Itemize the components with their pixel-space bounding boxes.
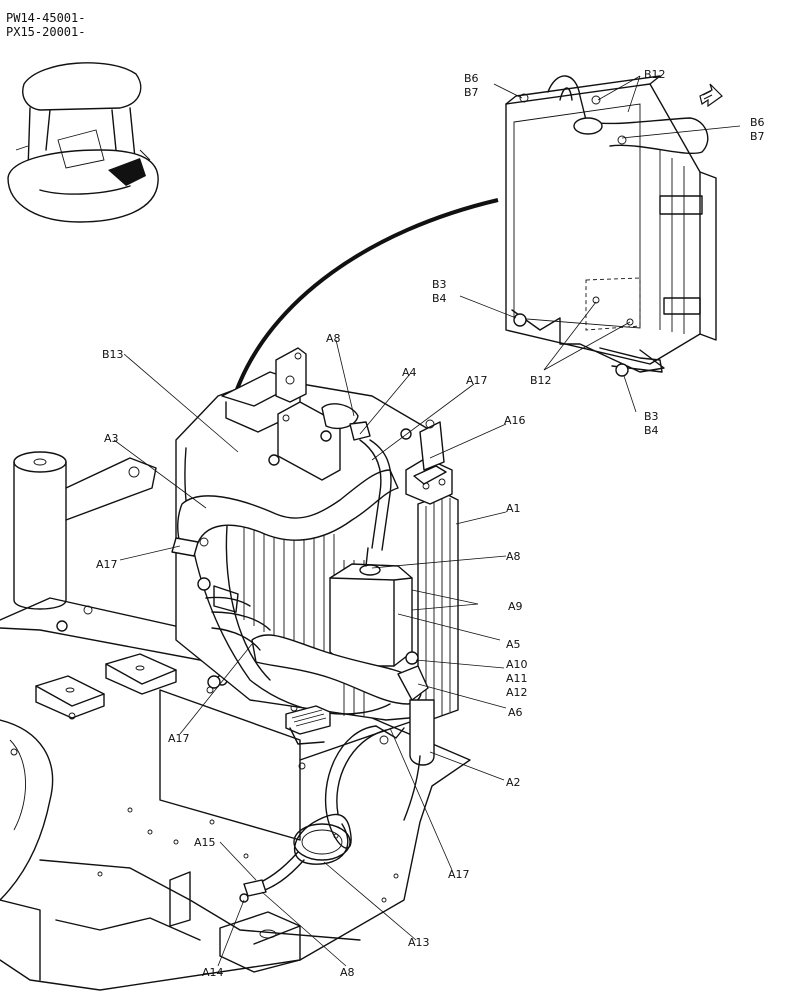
- callout-a16: A16: [504, 414, 526, 427]
- callout-a15: A15: [194, 836, 216, 849]
- callout-a12: A12: [506, 686, 528, 699]
- callout-a1: A1: [506, 502, 521, 515]
- callout-b7-right: B7: [750, 130, 765, 143]
- callout-a6: A6: [508, 706, 523, 719]
- serial-number-2: PX15-20001-: [6, 25, 85, 39]
- callout-b12-bottom: B12: [530, 374, 552, 387]
- callout-a17-bottom-right: A17: [448, 868, 470, 881]
- callout-a17-left: A17: [96, 558, 118, 571]
- callout-b13: B13: [102, 348, 124, 361]
- serial-number-1: PW14-45001-: [6, 11, 85, 25]
- callout-a8-top: A8: [326, 332, 341, 345]
- column: [13, 451, 157, 610]
- callout-a10: A10: [506, 658, 528, 671]
- reserve-tank: [329, 547, 419, 667]
- callout-b12-top: B12: [644, 68, 666, 81]
- callout-a8-mid: A8: [506, 550, 521, 563]
- callout-a17-bottom-left: A17: [168, 732, 190, 745]
- callout-b7-left: B7: [464, 86, 479, 99]
- callout-b6-left: B6: [464, 72, 479, 85]
- radiator-detail: [505, 75, 717, 377]
- callout-b4-left: B4: [432, 292, 447, 305]
- callout-a13: A13: [408, 936, 430, 949]
- callout-a3: A3: [104, 432, 119, 445]
- callout-b6-right: B6: [750, 116, 765, 129]
- machine-thumbnail-icon: [7, 62, 159, 223]
- leader-lines: [113, 75, 741, 967]
- callout-a8-bottom: A8: [340, 966, 355, 979]
- callout-a9: A9: [508, 600, 523, 613]
- callout-a4: A4: [402, 366, 417, 379]
- callout-b4-bottom: B4: [644, 424, 659, 437]
- callout-b3-bottom: B3: [644, 410, 659, 423]
- callout-b3-left: B3: [432, 278, 447, 291]
- callout-a17-top: A17: [466, 374, 488, 387]
- callout-a5: A5: [506, 638, 521, 651]
- callout-a2: A2: [506, 776, 521, 789]
- callout-a11: A11: [506, 672, 528, 685]
- callout-a14: A14: [202, 966, 224, 979]
- lower-hose: [197, 577, 429, 705]
- drain-hose: [239, 725, 387, 903]
- direction-arrow-icon: [699, 83, 723, 108]
- callout-labels: B6 B7 B12 B6 B7 B3 B4 B12 B3 B4 B13 A3 A…: [96, 68, 765, 979]
